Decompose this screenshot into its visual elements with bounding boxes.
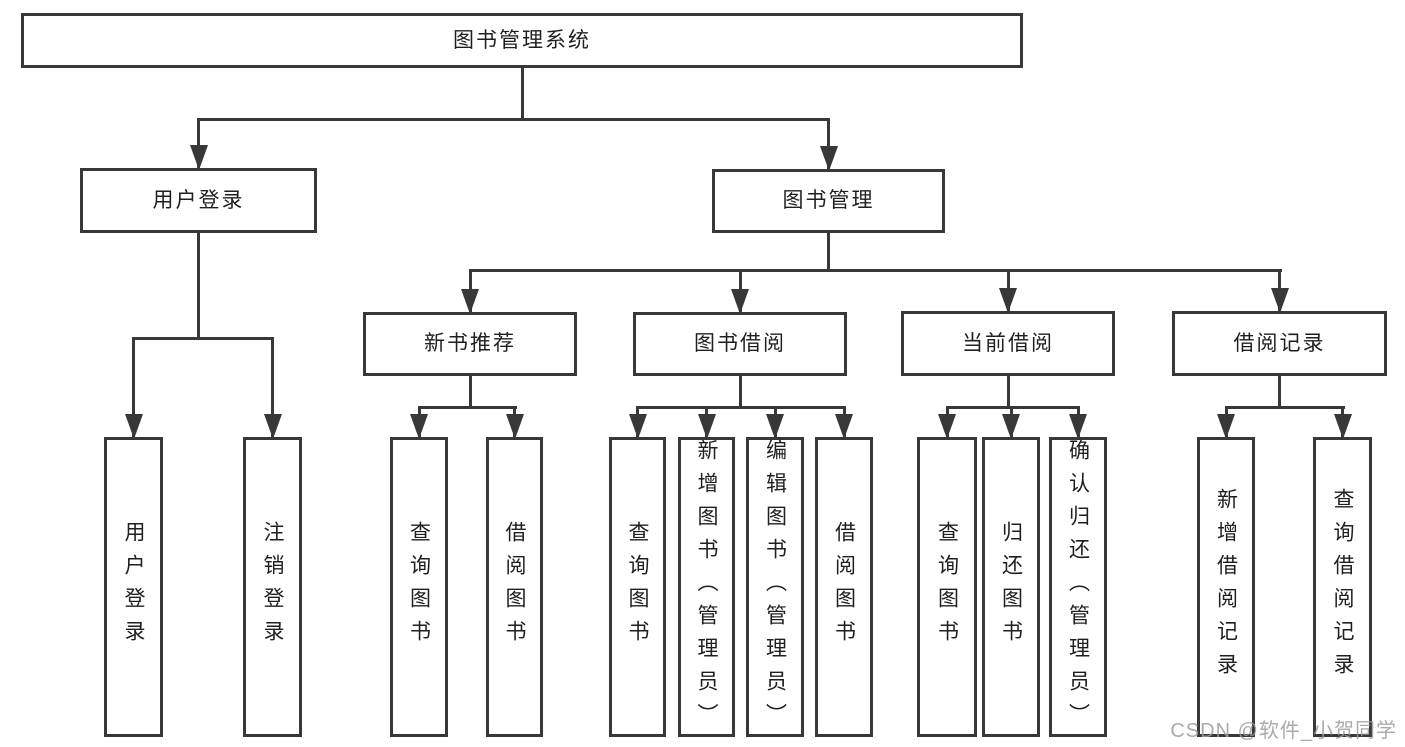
node-label-records: 借阅记录 <box>1233 331 1326 355</box>
arrow-down-icon <box>629 414 647 439</box>
node-mgmt: 图书管理 <box>712 169 945 233</box>
node-label-c1: 查询图书 <box>935 521 959 653</box>
connector-line <box>197 231 200 340</box>
arrow-down-icon <box>264 414 282 439</box>
node-borrow: 图书借阅 <box>633 312 847 376</box>
arrow-down-icon <box>506 414 524 439</box>
node-label-c3: 确认归还（管理员） <box>1066 438 1090 736</box>
connector-line <box>132 337 135 437</box>
arrow-down-icon <box>835 414 853 439</box>
node-b1: 查询图书 <box>609 437 666 737</box>
node-n1: 查询图书 <box>390 437 448 737</box>
connector-line <box>521 66 524 121</box>
connector-line <box>1278 374 1281 409</box>
node-label-b4: 借阅图书 <box>832 521 856 653</box>
connector-line <box>469 269 1282 272</box>
node-records: 借阅记录 <box>1172 311 1387 376</box>
node-label-c2: 归还图书 <box>999 521 1023 653</box>
node-u1: 用户登录 <box>104 437 163 737</box>
connector-line <box>1007 374 1010 409</box>
connector-line <box>636 406 846 409</box>
connector-line <box>197 118 200 168</box>
arrow-down-icon <box>766 414 784 439</box>
node-label-borrow: 图书借阅 <box>694 332 786 356</box>
node-label-n2: 借阅图书 <box>503 521 526 653</box>
node-u2: 注销登录 <box>243 437 302 737</box>
node-c2: 归还图书 <box>982 437 1040 737</box>
node-current: 当前借阅 <box>901 311 1115 376</box>
connector-line <box>946 406 1080 409</box>
arrow-down-icon <box>1334 414 1352 439</box>
node-c1: 查询图书 <box>917 437 977 737</box>
node-b3: 编辑图书（管理员） <box>746 437 804 737</box>
connector-line <box>469 374 472 409</box>
node-label-current: 当前借阅 <box>962 331 1054 355</box>
connector-line <box>827 231 830 272</box>
arrow-down-icon <box>1271 288 1289 313</box>
node-label-b3: 编辑图书（管理员） <box>763 438 787 736</box>
node-label-u2: 注销登录 <box>261 521 284 653</box>
connector-line <box>197 118 830 121</box>
arrow-down-icon <box>1217 414 1235 439</box>
connector-line <box>1225 406 1345 409</box>
node-login: 用户登录 <box>80 168 317 233</box>
node-label-r1: 新增借阅记录 <box>1214 488 1238 686</box>
node-label-b1: 查询图书 <box>626 521 649 653</box>
watermark-text: CSDN @软件_小贺同学 <box>1170 720 1397 742</box>
node-label-login: 用户登录 <box>152 188 245 212</box>
node-label-n1: 查询图书 <box>407 521 431 653</box>
node-label-u1: 用户登录 <box>122 521 145 653</box>
connector-line <box>132 337 274 340</box>
arrow-down-icon <box>190 145 208 170</box>
arrow-down-icon <box>461 289 479 314</box>
node-c3: 确认归还（管理员） <box>1049 437 1107 737</box>
node-b4: 借阅图书 <box>815 437 873 737</box>
node-b2: 新增图书（管理员） <box>678 437 735 737</box>
connector-line <box>827 118 830 169</box>
arrow-down-icon <box>1069 414 1087 439</box>
node-n2: 借阅图书 <box>486 437 543 737</box>
node-r2: 查询借阅记录 <box>1313 437 1372 737</box>
node-r1: 新增借阅记录 <box>1197 437 1255 737</box>
node-label-root: 图书管理系统 <box>453 28 591 52</box>
connector-line <box>739 374 742 409</box>
arrow-down-icon <box>731 289 749 314</box>
arrow-down-icon <box>820 146 838 171</box>
arrow-down-icon <box>938 414 956 439</box>
connector-line <box>271 337 274 437</box>
node-newbook: 新书推荐 <box>363 312 577 376</box>
node-label-r2: 查询借阅记录 <box>1331 488 1354 686</box>
arrow-down-icon <box>999 288 1017 313</box>
connector-line <box>418 406 517 409</box>
node-label-newbook: 新书推荐 <box>424 332 516 356</box>
node-root: 图书管理系统 <box>21 13 1023 68</box>
arrow-down-icon <box>698 414 716 439</box>
arrow-down-icon <box>125 414 143 439</box>
node-label-b2: 新增图书（管理员） <box>695 438 718 736</box>
arrow-down-icon <box>410 414 428 439</box>
node-label-mgmt: 图书管理 <box>782 189 875 213</box>
arrow-down-icon <box>1002 414 1020 439</box>
